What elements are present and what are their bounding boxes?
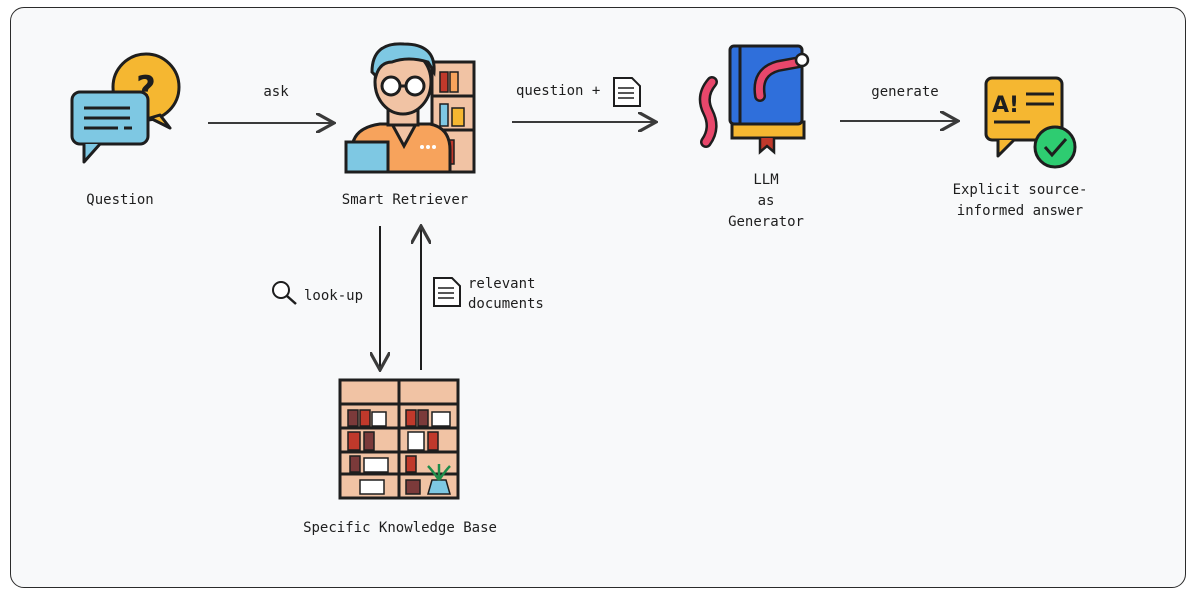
edge-lookup-label: look-up	[304, 288, 364, 304]
edge-relevant-label-1: relevant	[468, 276, 536, 292]
llm-book-icon	[698, 44, 810, 155]
relevant-document-icon	[433, 277, 461, 307]
edge-ask-label: ask	[263, 84, 289, 100]
node-knowledge-base-label: Specific Knowledge Base	[303, 520, 497, 536]
edge-question-plus-label: question +	[516, 83, 601, 99]
retriever-person-icon	[344, 42, 476, 174]
node-llm-label-2: as	[757, 193, 775, 209]
node-answer-label-2: informed answer	[956, 203, 1084, 219]
answer-check-icon: A!	[984, 76, 1077, 169]
node-question-label: Question	[86, 192, 154, 208]
node-llm-label-1: LLM	[753, 172, 779, 188]
edge-generate-label: generate	[871, 84, 939, 100]
node-retriever-label: Smart Retriever	[341, 192, 469, 208]
question-bubble-icon: ?	[70, 52, 181, 164]
edge-relevant-label-2: documents	[468, 296, 544, 312]
magnifier-icon	[272, 281, 297, 305]
bookshelf-icon	[338, 378, 460, 500]
document-icon	[613, 77, 641, 107]
node-answer-label-1: Explicit source-	[952, 182, 1088, 198]
node-llm-label-3: Generator	[728, 214, 804, 230]
answer-icon-text: A!	[992, 93, 1019, 118]
